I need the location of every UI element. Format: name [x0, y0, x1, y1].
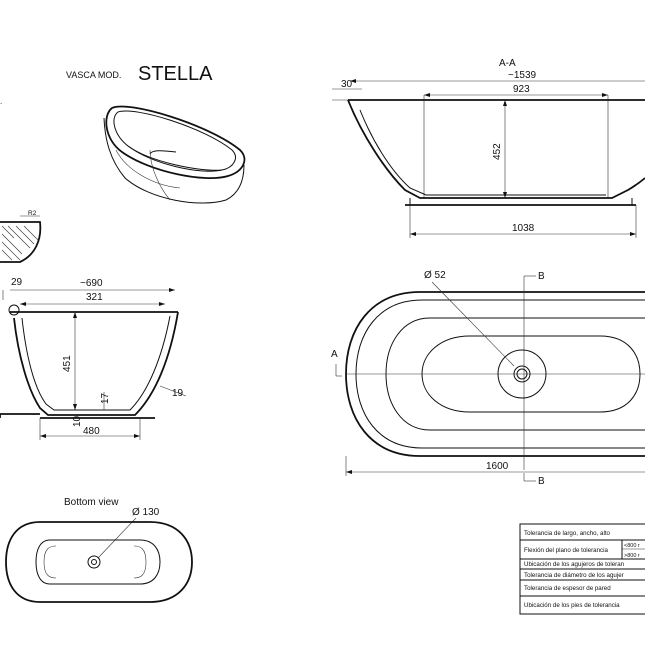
- plan-overall-length: 1600: [486, 461, 509, 472]
- tolerance-row-6: Ubicación de los pies de tolerancia: [524, 602, 620, 609]
- side-floor-dimension: 10: [72, 415, 83, 427]
- tolerance-subrow-2: >800 r: [624, 553, 640, 559]
- section-a-label: A: [331, 349, 338, 360]
- title-model: STELLA: [138, 63, 213, 85]
- detail-r2-view: R2 .: [0, 97, 42, 263]
- plan-view: B B A Ø 52 1600: [331, 270, 645, 487]
- title-prefix: VASCA MOD.: [66, 70, 121, 80]
- side-depth-dimension: 451: [62, 355, 73, 372]
- plan-drain-diameter: Ø 52: [424, 270, 446, 281]
- side-base-offset-dimension: 17: [100, 392, 111, 404]
- tolerance-row-3: Ubicación de los agujeros de toleran: [524, 561, 625, 568]
- section-inner-bottom-dimension: 1038: [512, 223, 535, 234]
- isometric-tub-illustration: [103, 105, 246, 204]
- tolerance-row-2: Flexión del plano de tolerancia: [524, 547, 608, 554]
- section-a-a-view: A-A ~1539 30 923 452 1038: [332, 58, 645, 238]
- side-wall-dimension: 19: [172, 388, 184, 399]
- section-depth-dimension: 452: [492, 143, 503, 160]
- section-rim-dimension: 30: [341, 79, 353, 90]
- tolerance-row-1: Tolerancia de largo, ancho, alto: [524, 530, 611, 537]
- tolerance-row-4: Tolerancia de diámetro de los agujer: [524, 572, 624, 579]
- side-inner-top-dimension: 321: [86, 292, 103, 303]
- tolerance-row-5: Tolerancia de espesor de pared: [524, 585, 611, 592]
- bottom-view: Bottom view Ø 130: [5, 497, 193, 603]
- edge-mark: .: [0, 97, 2, 106]
- detail-radius-label: R2: [28, 210, 37, 217]
- side-overall-dimension: ~690: [80, 278, 103, 289]
- section-b-label-bottom: B: [538, 476, 545, 487]
- section-overall-dimension: ~1539: [508, 70, 537, 81]
- section-b-label-top: B: [538, 271, 545, 282]
- section-label: A-A: [499, 58, 516, 69]
- tolerance-subrow-1: <800 r: [624, 543, 640, 549]
- drawing-title: VASCA MOD. STELLA: [66, 63, 213, 85]
- side-base-width-dimension: 480: [83, 426, 100, 437]
- bottom-view-label: Bottom view: [64, 497, 119, 508]
- bottom-drain-diameter: Ø 130: [132, 507, 160, 518]
- side-section-view: 29 ~690 321 451 17 10 19 480: [0, 277, 187, 440]
- tolerance-table: Tolerancia de largo, ancho, alto Flexión…: [519, 523, 645, 615]
- section-inner-top-dimension: 923: [513, 84, 530, 95]
- side-rim-dimension: 29: [11, 277, 23, 288]
